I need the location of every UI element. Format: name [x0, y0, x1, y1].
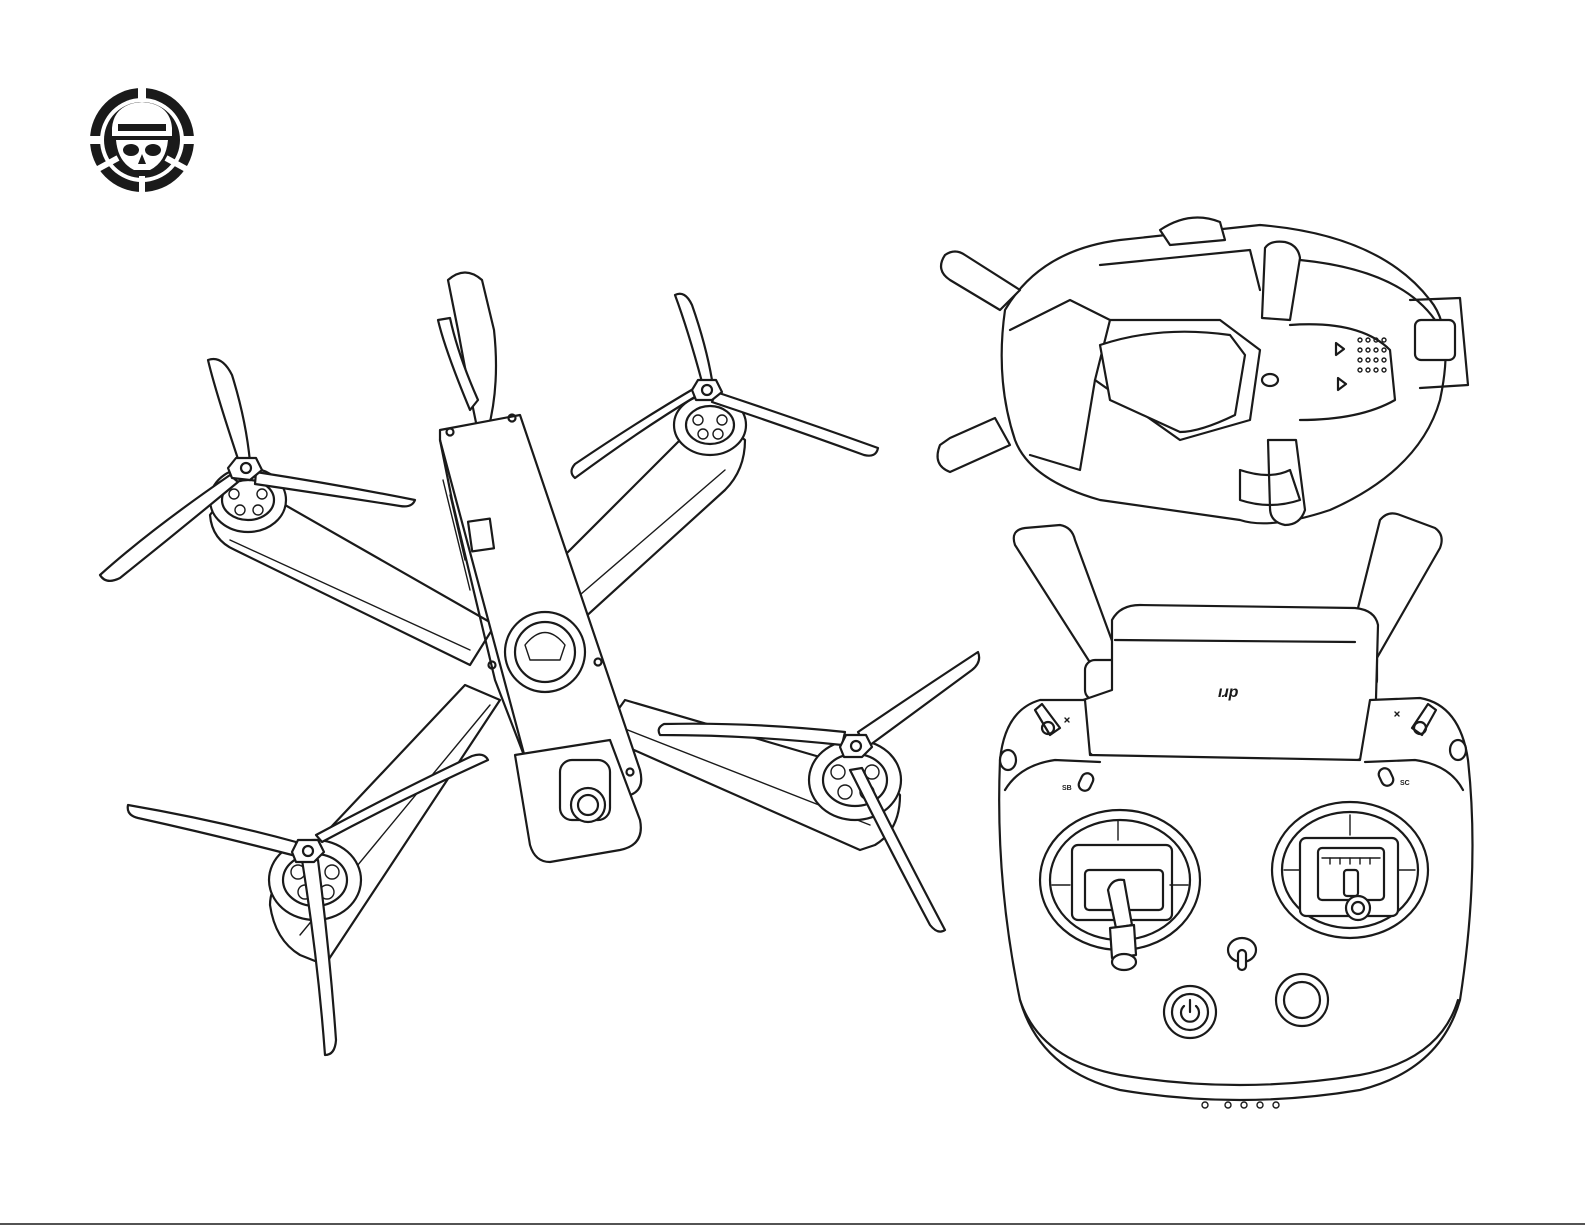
switch-sb-label: SB [1062, 785, 1072, 792]
remote-controller-icon: ıɹp SB SC [999, 513, 1472, 1108]
fpv-goggles-icon [938, 218, 1468, 526]
controller-stick-right[interactable] [1272, 802, 1428, 938]
controller-dial-left [1000, 750, 1016, 770]
drone-camera-lens [571, 788, 605, 822]
controller-brand-mark: ıɹp [1218, 684, 1239, 701]
skull-helmet-emblem-icon [88, 86, 196, 192]
controller-dial-right [1450, 740, 1466, 760]
goggles-strap-buckle [1415, 320, 1455, 360]
fpv-drone-icon [100, 273, 979, 1056]
drone-arm-rear-left [270, 685, 500, 965]
controller-antenna-left [1014, 525, 1122, 675]
controller-status-leds [1202, 1102, 1279, 1108]
controller-power-button[interactable] [1164, 986, 1216, 1038]
controller-action-button[interactable] [1276, 974, 1328, 1026]
switch-sc-label: SC [1400, 780, 1410, 787]
goggles-antenna-top-left [941, 252, 1020, 311]
goggles-antenna-bottom-left [938, 418, 1010, 472]
